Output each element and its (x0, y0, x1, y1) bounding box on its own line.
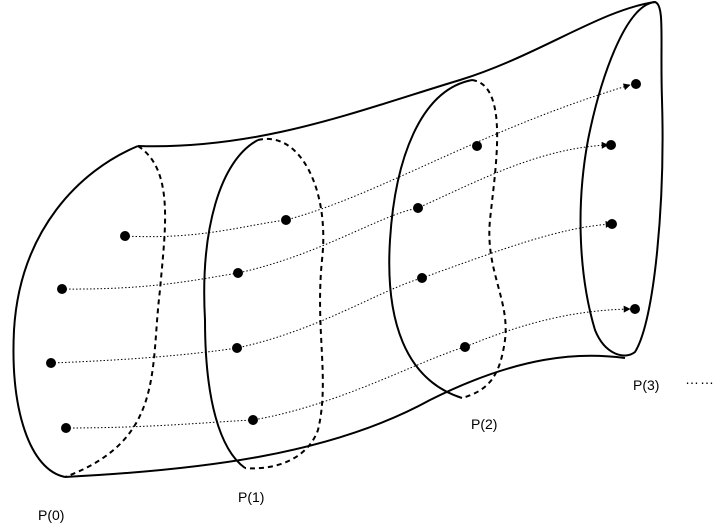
trajectory-2 (61, 141, 609, 290)
section-p3 (579, 0, 664, 357)
section-p1-front (203, 139, 259, 469)
point-p3-2 (606, 140, 616, 150)
point-p0-4 (61, 423, 71, 433)
point-p2-3 (417, 273, 427, 283)
tube-top-edge (137, 1, 656, 148)
point-p1-3 (232, 343, 242, 353)
point-p1-2 (233, 268, 243, 278)
point-p0-3 (46, 358, 56, 368)
point-p3-3 (607, 219, 617, 229)
trajectory-3 (50, 220, 613, 364)
label-p0: P(0) (38, 507, 65, 523)
trajectory-1 (124, 83, 631, 238)
section-p2-front (388, 79, 473, 399)
point-p0-1 (120, 231, 130, 241)
label-p2: P(2) (471, 416, 498, 432)
continuation-ellipsis: …… (685, 371, 715, 387)
point-p1-1 (281, 215, 291, 225)
point-p3-1 (631, 79, 641, 89)
section-p2-back (461, 79, 507, 399)
point-p1-4 (248, 415, 258, 425)
point-p3-4 (630, 304, 640, 314)
point-p2-4 (460, 342, 470, 352)
point-p0-2 (57, 284, 67, 294)
trajectories (50, 83, 631, 429)
section-p0-front (12, 145, 139, 478)
point-p2-2 (413, 203, 423, 213)
section-p1-back (244, 137, 325, 470)
tube-bottom-edge (64, 354, 626, 478)
label-p3: P(3) (633, 377, 660, 393)
point-p2-1 (472, 141, 482, 151)
points (46, 79, 641, 433)
trajectory-4 (65, 305, 631, 429)
label-p1: P(1) (238, 489, 265, 505)
section-p0-back (64, 145, 167, 478)
